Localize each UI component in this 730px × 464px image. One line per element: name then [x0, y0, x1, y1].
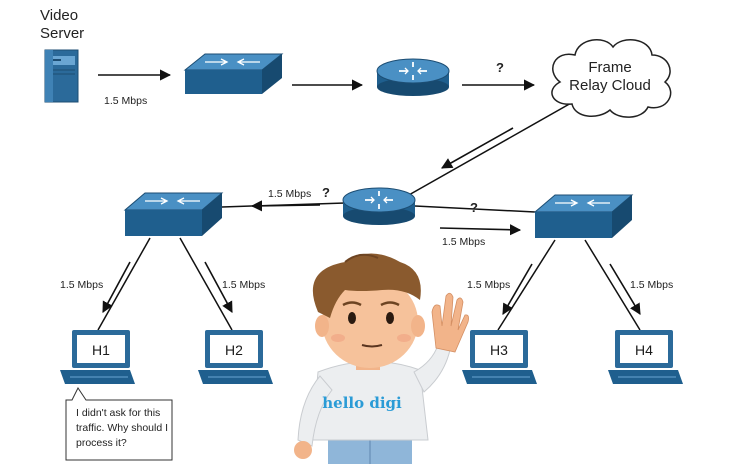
router-top-icon [376, 58, 450, 96]
link-switch-left-h2 [179, 237, 233, 331]
unknown-top-label: ? [496, 60, 504, 75]
unknown-mid-right-label: ? [470, 200, 478, 215]
rate-mid-left-label: 1.5 Mbps [268, 188, 311, 200]
rate-h3-label: 1.5 Mbps [467, 279, 510, 291]
switch-right-icon [533, 194, 634, 238]
rate-h4-label: 1.5 Mbps [630, 279, 673, 291]
rate-top-label: 1.5 Mbps [104, 95, 147, 107]
arrow-to-h3 [502, 263, 533, 315]
host-h2 [198, 330, 273, 384]
link-cloud-router2 [399, 97, 581, 201]
arrow-to-h1 [102, 261, 131, 313]
switch-top-icon [183, 53, 284, 94]
link-switch-right-h3 [497, 239, 556, 331]
switch-left-icon [123, 192, 224, 236]
rate-mid-right-label: 1.5 Mbps [442, 236, 485, 248]
router-middle-icon [342, 187, 416, 225]
cartoon-mascot [294, 253, 469, 464]
cloud-label-line2: Relay Cloud [569, 77, 651, 94]
rate-h1-label: 1.5 Mbps [60, 279, 103, 291]
arrow-cloud-to-router2 [441, 127, 514, 169]
video-server-label-line1: Video [40, 7, 78, 24]
host-h3 [462, 330, 537, 384]
host-h1 [60, 330, 135, 384]
cloud-label-line1: Frame [588, 59, 631, 76]
arrow-to-h4 [609, 263, 641, 315]
link-switch-right-h4 [584, 239, 641, 331]
unknown-mid-left-label: ? [322, 185, 330, 200]
frame-relay-cloud-icon [551, 39, 672, 118]
link-router2-switch-right [414, 205, 536, 213]
host-h1-label: H1 [92, 342, 110, 358]
video-server-label-line2: Server [40, 25, 84, 42]
speech-bubble [65, 387, 173, 461]
arrow-router2-to-switch-right [439, 224, 522, 236]
mascot-shirt-text: hello digi [322, 394, 402, 412]
host-h4-label: H4 [635, 342, 653, 358]
video-server-icon [44, 49, 79, 103]
link-switch-left-h1 [97, 237, 151, 331]
host-h3-label: H3 [490, 342, 508, 358]
speech-line-3: process it? [76, 437, 127, 449]
speech-line-1: I didn't ask for this [76, 407, 160, 419]
host-h2-label: H2 [225, 342, 243, 358]
rate-h2-label: 1.5 Mbps [222, 279, 265, 291]
links [97, 97, 641, 331]
traffic-arrows [98, 69, 641, 315]
host-h4 [608, 330, 683, 384]
arrow-router2-to-switch-left [250, 200, 321, 212]
speech-line-2: traffic. Why should I [76, 422, 168, 434]
arrow-to-h2 [204, 261, 233, 313]
